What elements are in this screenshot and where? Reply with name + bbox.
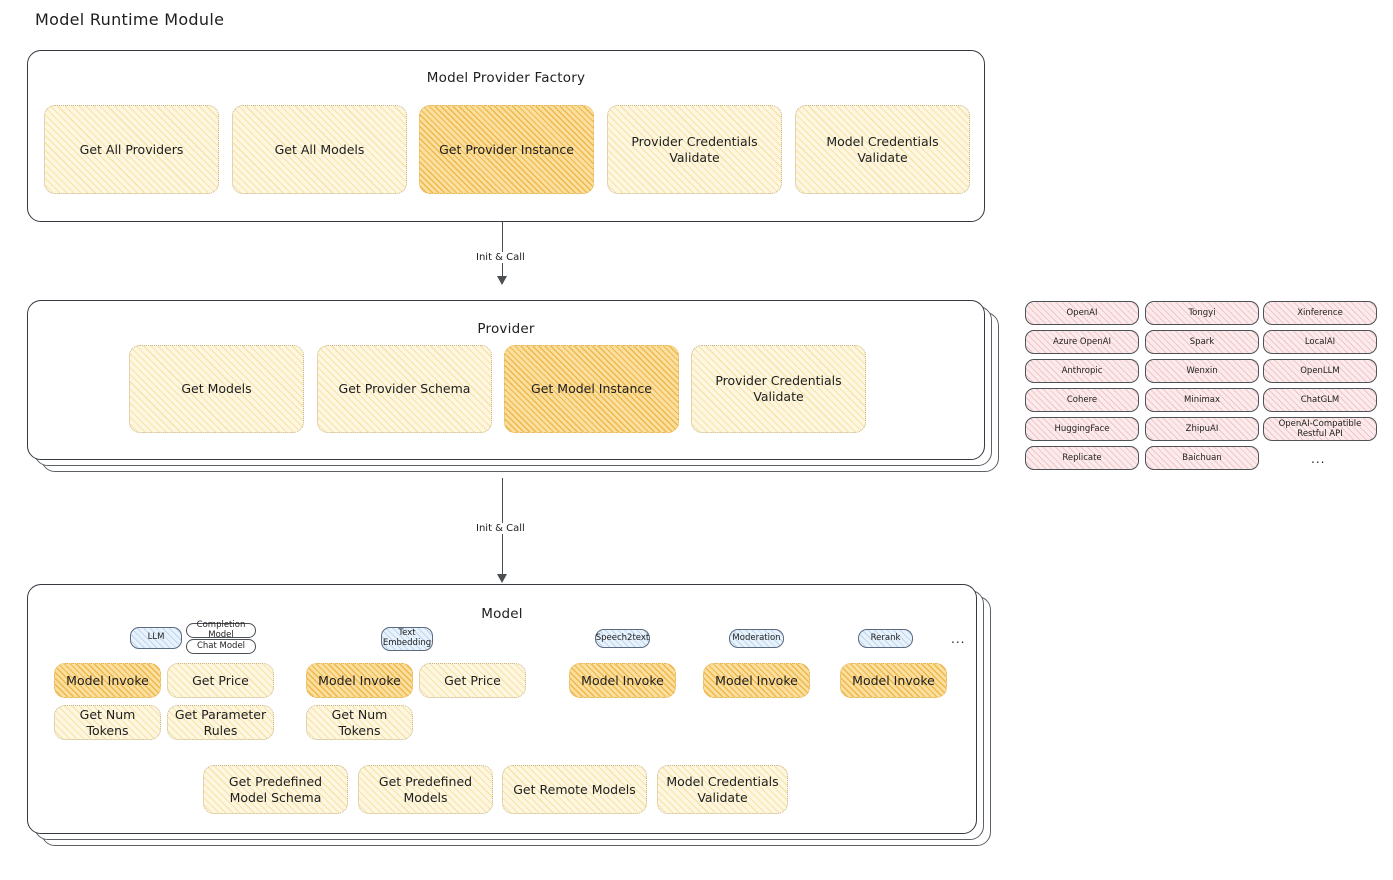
text-embedding-chip-get-num-tokens[interactable]: Get Num Tokens (306, 705, 413, 740)
model-chip-model-credentials-validate[interactable]: Model Credentials Validate (657, 765, 788, 814)
provider-tag-minimax[interactable]: Minimax (1145, 388, 1259, 412)
provider-tag-replicate[interactable]: Replicate (1025, 446, 1139, 470)
llm-chip-get-parameter-rules[interactable]: Get Parameter Rules (167, 705, 274, 740)
model-type-badge-text-embedding[interactable]: Text Embedding (381, 627, 433, 651)
model-title: Model (481, 606, 523, 622)
provider-tag-baichuan[interactable]: Baichuan (1145, 446, 1259, 470)
arrow-factory-to-provider-head (497, 276, 507, 285)
speech2text-chip-model-invoke[interactable]: Model Invoke (569, 663, 676, 698)
model-chip-get-predefined-models[interactable]: Get Predefined Models (358, 765, 493, 814)
provider-tag-zhipuai[interactable]: ZhipuAI (1145, 417, 1259, 441)
provider-tags-more: ... (1311, 452, 1326, 466)
llm-chip-model-invoke[interactable]: Model Invoke (54, 663, 161, 698)
model-provider-factory-title: Model Provider Factory (426, 70, 586, 86)
provider-chip-get-models[interactable]: Get Models (129, 345, 304, 433)
arrow-provider-to-model-label: Init & Call (472, 523, 529, 534)
provider-title: Provider (477, 321, 535, 337)
model-type-badge-moderation[interactable]: Moderation (729, 629, 784, 648)
factory-chip-get-all-models[interactable]: Get All Models (232, 105, 407, 194)
provider-tag-chatglm[interactable]: ChatGLM (1263, 388, 1377, 412)
llm-chip-get-price[interactable]: Get Price (167, 663, 274, 698)
provider-chip-get-provider-schema[interactable]: Get Provider Schema (317, 345, 492, 433)
model-type-badge-llm[interactable]: LLM (130, 627, 182, 649)
model-type-badge-speech2text[interactable]: Speech2text (595, 629, 650, 648)
factory-chip-model-credentials-validate[interactable]: Model Credentials Validate (795, 105, 970, 194)
provider-tag-openllm[interactable]: OpenLLM (1263, 359, 1377, 383)
text-embedding-chip-model-invoke[interactable]: Model Invoke (306, 663, 413, 698)
text-embedding-chip-get-price[interactable]: Get Price (419, 663, 526, 698)
page-title: Model Runtime Module (35, 10, 225, 29)
provider-tag-openai[interactable]: OpenAI (1025, 301, 1139, 325)
provider-tag-azure-openai[interactable]: Azure OpenAI (1025, 330, 1139, 354)
rerank-chip-model-invoke[interactable]: Model Invoke (840, 663, 947, 698)
provider-chip-get-model-instance[interactable]: Get Model Instance (504, 345, 679, 433)
provider-tag-openai-compatible-restful-api[interactable]: OpenAI-Compatible Restful API (1263, 417, 1377, 441)
provider-tag-cohere[interactable]: Cohere (1025, 388, 1139, 412)
arrow-provider-to-model-head (497, 574, 507, 583)
provider-tag-wenxin[interactable]: Wenxin (1145, 359, 1259, 383)
factory-chip-get-provider-instance[interactable]: Get Provider Instance (419, 105, 594, 194)
model-chip-get-remote-models[interactable]: Get Remote Models (502, 765, 647, 814)
model-type-badge-rerank[interactable]: Rerank (858, 629, 913, 648)
model-chip-get-predefined-model-schema[interactable]: Get Predefined Model Schema (203, 765, 348, 814)
provider-tag-tongyi[interactable]: Tongyi (1145, 301, 1259, 325)
provider-tag-anthropic[interactable]: Anthropic (1025, 359, 1139, 383)
llm-chip-get-num-tokens[interactable]: Get Num Tokens (54, 705, 161, 740)
moderation-chip-model-invoke[interactable]: Model Invoke (703, 663, 810, 698)
provider-tag-spark[interactable]: Spark (1145, 330, 1259, 354)
factory-chip-get-all-providers[interactable]: Get All Providers (44, 105, 219, 194)
provider-chip-provider-credentials-validate[interactable]: Provider Credentials Validate (691, 345, 866, 433)
provider-tag-huggingface[interactable]: HuggingFace (1025, 417, 1139, 441)
factory-chip-provider-credentials-validate[interactable]: Provider Credentials Validate (607, 105, 782, 194)
arrow-factory-to-provider-line (502, 222, 503, 278)
provider-tag-localai[interactable]: LocalAI (1263, 330, 1377, 354)
arrow-factory-to-provider-label: Init & Call (472, 252, 529, 263)
provider-tag-xinference[interactable]: Xinference (1263, 301, 1377, 325)
model-types-more: ... (951, 632, 966, 646)
model-subtype-badge-completion-model[interactable]: Completion Model (186, 620, 256, 639)
model-subtype-badge-chat-model[interactable]: Chat Model (186, 639, 256, 654)
